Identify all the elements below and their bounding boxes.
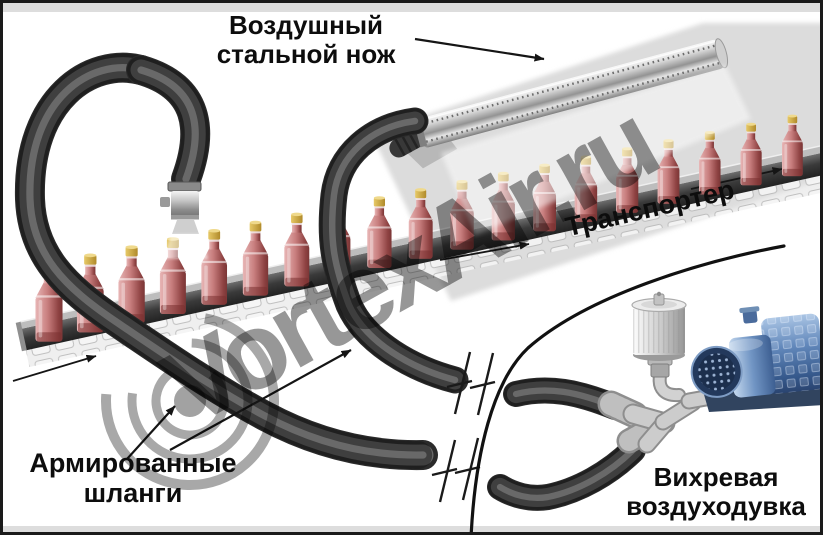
label-air-knife: Воздушный стальной нож [199, 11, 413, 68]
blow-nozzle [160, 181, 208, 259]
bottle [408, 188, 433, 259]
hose-stroke [126, 55, 211, 194]
hose-stroke [503, 377, 628, 420]
bottle [533, 163, 557, 232]
label-air-knife-line1: Воздушный [228, 10, 384, 40]
blower-finned-housing [761, 313, 820, 394]
label-vortex-blower-line1: Вихревая [653, 462, 779, 492]
conveyor-rail-top [19, 142, 820, 329]
label-conveyor: Транспортер [562, 174, 738, 243]
armored-hose-knife-feed [318, 107, 469, 394]
bottle [491, 171, 515, 241]
hose-stroke [512, 387, 619, 411]
label-arrows [126, 37, 545, 460]
label-armored-hoses-line2: шланги [83, 477, 183, 508]
top-margin-band [3, 3, 820, 12]
hose-stroke [328, 117, 459, 384]
hose-stroke [127, 56, 210, 193]
bottom-margin-band [3, 526, 820, 532]
bottle [242, 220, 269, 296]
hose-stroke [503, 378, 628, 420]
armored-hose-to-blower-left [503, 377, 628, 420]
hose-stroke [16, 53, 437, 469]
blower-motor-body [728, 334, 776, 398]
y-manifold [597, 369, 726, 454]
hose-stroke [130, 59, 206, 190]
hose-stroke [318, 107, 469, 394]
filter-elbow-pipe [652, 369, 686, 403]
air-knife-clamp [413, 120, 428, 148]
bottle [740, 122, 762, 186]
blower-inlet-drum [691, 346, 742, 397]
bottle [284, 212, 310, 287]
spray-cone [164, 234, 208, 259]
hose-label-arrow-long [169, 349, 352, 451]
break-marks-lower [430, 436, 482, 504]
label-vortex-blower: Вихревая воздуходувка [609, 462, 820, 521]
label-armored-hoses-line1: Армированные [29, 448, 237, 478]
watermark-text: VortexAir.ru [143, 81, 673, 449]
label-air-knife-line2: стальной нож [216, 38, 396, 69]
hose-stroke [319, 108, 468, 393]
air-knife [389, 38, 729, 169]
direction-arrow-middle [439, 241, 530, 261]
bottle [118, 245, 145, 324]
hose-stroke [26, 64, 427, 459]
bottle [35, 261, 63, 342]
air-knife-bracket [406, 131, 458, 169]
knife-backdrop-shading [371, 23, 820, 301]
nozzle-side-port [160, 197, 170, 207]
hose-stroke [322, 111, 465, 390]
label-armored-hoses: Армированные шланги [11, 448, 255, 508]
air-knife-body [417, 39, 725, 148]
conveyor-end-cap [15, 321, 27, 352]
bottle [450, 179, 474, 250]
direction-arrow-left [12, 354, 97, 382]
armored-hose-loop [14, 52, 438, 471]
bottle [76, 253, 104, 333]
hose-stroke [14, 52, 438, 471]
air-knife-hose-connector [389, 124, 434, 158]
bottle [781, 114, 803, 177]
blower-inlet-grille [698, 353, 736, 391]
blower-top-fitting [742, 309, 758, 324]
vortex-blower [690, 306, 820, 412]
bottle [201, 228, 228, 305]
label-vortex-blower-line2: воздуходувка [626, 490, 806, 521]
bottle [325, 204, 351, 278]
air-knife-label-arrow [414, 37, 545, 62]
bottles [35, 114, 803, 342]
bottle [159, 237, 186, 314]
air-knife-end-cap [714, 38, 729, 69]
blower-base-plate [703, 383, 820, 412]
hose-stroke [137, 66, 199, 183]
bottle [367, 196, 392, 268]
hose-stroke [506, 381, 625, 417]
filter-silencer [631, 291, 687, 378]
conveyor [15, 142, 820, 367]
hose-stroke [19, 57, 434, 466]
break-marks-upper [445, 350, 497, 417]
